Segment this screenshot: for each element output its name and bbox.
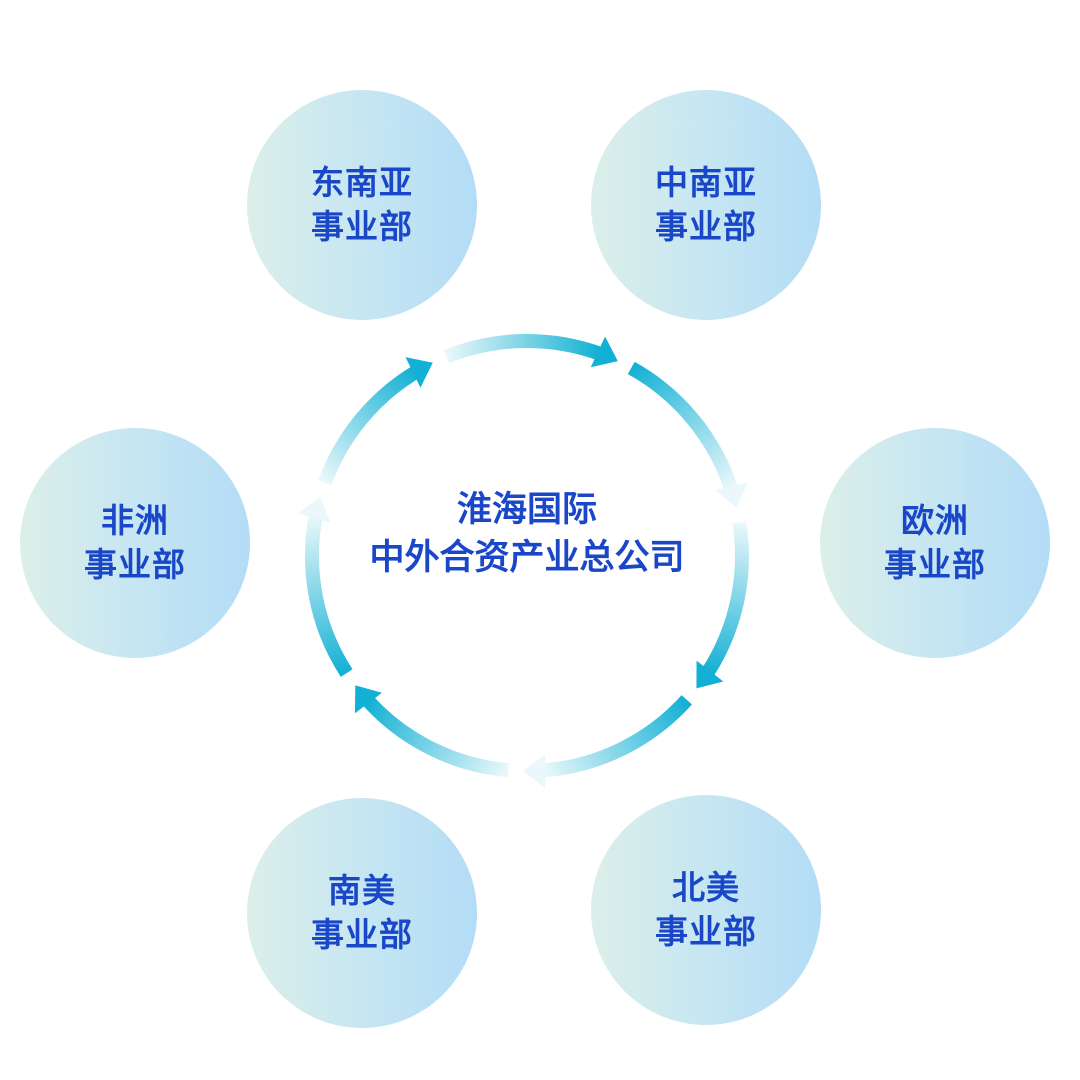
cycle-arc xyxy=(701,521,749,677)
node-label: 南美 xyxy=(328,871,396,910)
cycle-arc xyxy=(627,361,739,492)
cycle-arc xyxy=(318,365,420,485)
arrowhead-icon xyxy=(590,336,618,368)
node-label: 中南亚 xyxy=(655,163,757,202)
node-europe: 欧洲 事业部 xyxy=(820,428,1050,658)
cycle-arc xyxy=(443,334,603,364)
node-sublabel: 事业部 xyxy=(311,207,413,246)
arrowhead-icon xyxy=(297,496,331,523)
node-label: 非洲 xyxy=(101,501,169,540)
node-sublabel: 事业部 xyxy=(311,915,413,954)
cycle-arc xyxy=(541,695,692,778)
cycle-arc xyxy=(362,695,509,778)
center-title-line2: 中外合资产业总公司 xyxy=(369,538,685,578)
node-south-america: 南美 事业部 xyxy=(247,798,477,1028)
node-sublabel: 事业部 xyxy=(884,545,986,584)
arrowhead-icon xyxy=(354,685,383,714)
center-title: 淮海国际 中外合资产业总公司 xyxy=(317,486,737,582)
arrowhead-icon xyxy=(523,754,546,789)
node-sublabel: 事业部 xyxy=(655,912,757,951)
arrowhead-icon xyxy=(696,660,724,689)
node-sublabel: 事业部 xyxy=(84,545,186,584)
node-southeast-asia: 东南亚 事业部 xyxy=(247,90,477,320)
cycle-arc xyxy=(305,513,353,677)
arrowhead-icon xyxy=(405,357,433,388)
node-north-america: 北美 事业部 xyxy=(591,795,821,1025)
arrowhead-icon xyxy=(714,482,749,508)
node-africa: 非洲 事业部 xyxy=(20,428,250,658)
node-south-central-asia: 中南亚 事业部 xyxy=(591,90,821,320)
node-sublabel: 事业部 xyxy=(655,207,757,246)
center-title-line1: 淮海国际 xyxy=(456,490,597,530)
node-label: 东南亚 xyxy=(311,163,413,202)
node-label: 北美 xyxy=(672,868,740,907)
node-label: 欧洲 xyxy=(901,501,969,540)
